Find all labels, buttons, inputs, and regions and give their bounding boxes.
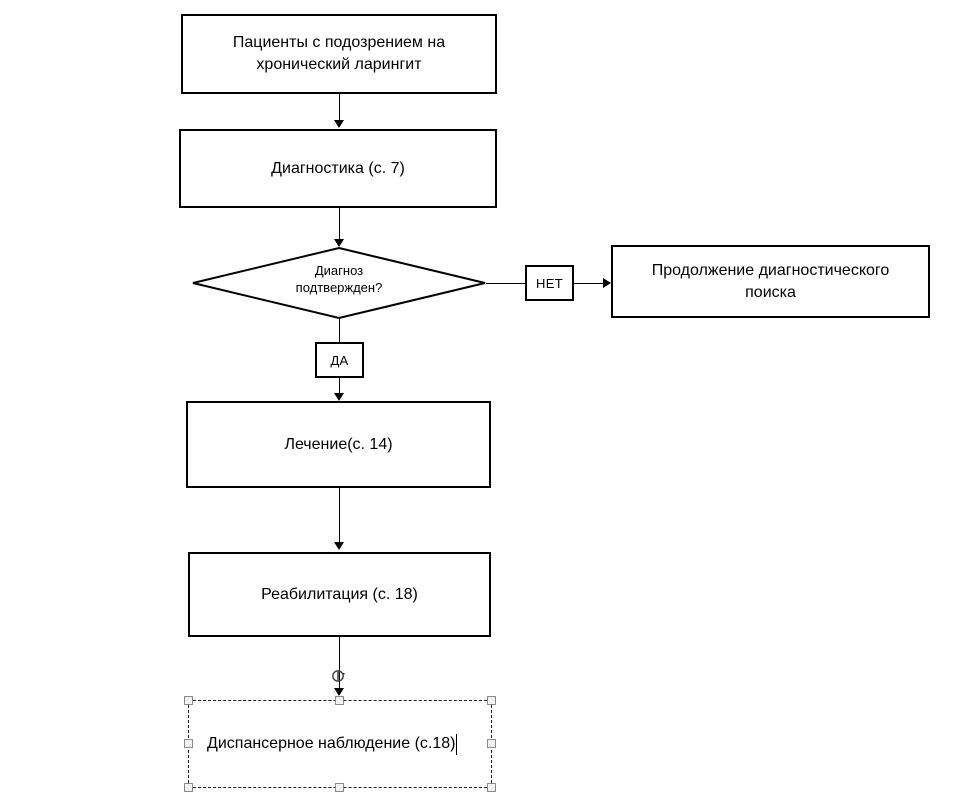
connector-treatment-to-rehab	[339, 488, 340, 543]
node-treatment[interactable]: Лечение(с. 14)	[186, 401, 491, 488]
node-rehab[interactable]: Реабилитация (с. 18)	[188, 552, 491, 637]
arrowhead-followup	[334, 688, 344, 696]
connector-rehab-to-followup	[339, 637, 340, 690]
arrowhead-continue-search	[603, 278, 611, 288]
connector-patients-to-diagnostics	[339, 94, 340, 121]
node-diagnostics[interactable]: Диагностика (с. 7)	[179, 129, 497, 208]
arrowhead-treatment	[334, 393, 344, 401]
selection-handle-top-right[interactable]	[487, 696, 496, 705]
node-decision-label: Диагноз подтвержден?	[295, 263, 383, 295]
node-patients-label: Пациенты с подозрением на хронический ла…	[232, 34, 446, 73]
connector-decision-to-no-label	[486, 283, 526, 284]
edge-label-yes[interactable]: ДА	[315, 342, 364, 378]
arrowhead-rehab	[334, 542, 344, 550]
selection-handle-middle-left[interactable]	[184, 739, 193, 748]
selection-handle-middle-right[interactable]	[487, 739, 496, 748]
connector-diagnostics-to-decision	[339, 208, 340, 240]
node-continue-search-label: Продолжение диагностического поиска	[651, 261, 890, 301]
selection-handle-bottom-center[interactable]	[335, 783, 344, 792]
rotate-handle-icon[interactable]	[331, 668, 347, 684]
node-treatment-label: Лечение(с. 14)	[284, 435, 393, 453]
selection-handle-top-left[interactable]	[184, 696, 193, 705]
node-diagnostics-label: Диагностика (с. 7)	[271, 159, 405, 177]
rotate-arrow-icon	[332, 670, 346, 682]
node-continue-search[interactable]: Продолжение диагностического поиска	[611, 245, 930, 318]
text-caret	[456, 733, 458, 755]
node-followup-label: Диспансерное наблюдение (с.18)	[207, 735, 456, 752]
edge-label-no-text: НЕТ	[536, 275, 563, 291]
node-decision[interactable]: Диагноз подтвержден?	[192, 246, 486, 320]
connector-yes-label-to-treatment	[339, 378, 340, 395]
arrowhead-decision	[334, 239, 344, 247]
selection-handle-top-center[interactable]	[335, 696, 344, 705]
selection-handle-bottom-right[interactable]	[487, 783, 496, 792]
node-followup[interactable]: Диспансерное наблюдение (с.18)	[188, 700, 492, 788]
selection-handle-bottom-left[interactable]	[184, 783, 193, 792]
node-rehab-label: Реабилитация (с. 18)	[261, 585, 418, 603]
edge-label-no[interactable]: НЕТ	[525, 265, 574, 301]
node-patients[interactable]: Пациенты с подозрением на хронический ла…	[181, 14, 497, 94]
connector-no-label-to-continue-search	[574, 283, 605, 284]
connector-decision-to-yes-label	[339, 318, 340, 342]
edge-label-yes-text: ДА	[330, 352, 349, 368]
arrowhead-diagnostics	[334, 120, 344, 128]
